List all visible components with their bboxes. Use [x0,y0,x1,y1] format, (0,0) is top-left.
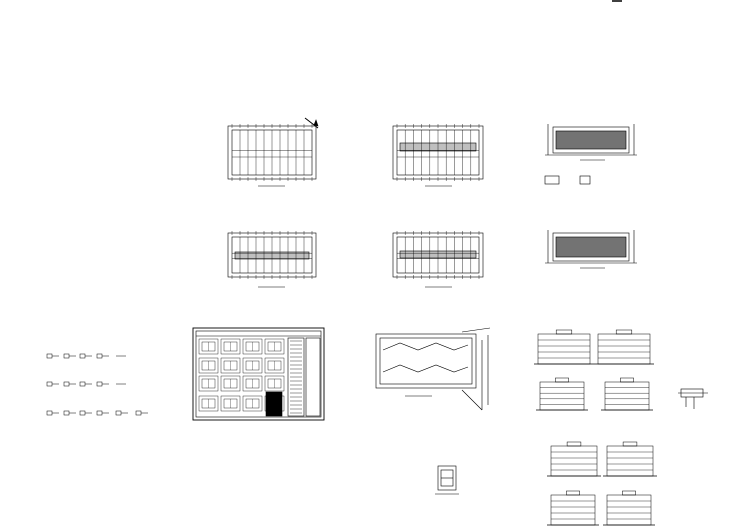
legend-symbol [79,410,92,416]
schedule-cell [198,338,219,355]
legend-symbol [63,410,76,416]
section-elevation [547,441,601,477]
schedule-cell [264,338,285,355]
section-group-2 [547,441,657,526]
schedule-cell [264,375,285,392]
schedule-cell [264,357,285,374]
schedule-cell [198,395,219,412]
section-elevation [603,441,657,477]
legend-symbol [79,381,92,387]
plan-grid [396,231,480,279]
legend-symbol [96,353,109,359]
schedule-cell [242,338,263,355]
detail-small [435,465,459,495]
schedule-cell [242,395,263,412]
section-elevation [536,377,588,411]
roof-plan [375,327,491,411]
legend-symbol [79,353,92,359]
section-elevation [603,490,655,526]
schedule-cell [220,357,241,374]
section-elevation [534,329,594,365]
section-elevation [601,377,653,411]
elevation-top [544,124,637,185]
floor-plan-top-1 [227,117,319,187]
section-elevation [594,329,654,365]
schedule-cell [220,338,241,355]
plan-grid [231,124,313,181]
schedule-cell [220,375,241,392]
legend-symbol [46,410,59,416]
section-elevation [547,490,599,526]
legend-symbol [135,410,148,416]
legend-symbol [96,410,109,416]
legend-symbols [46,353,148,416]
schedule-cell [220,395,241,412]
plan-grid [231,231,313,279]
section-group-1 [534,329,654,411]
legend-symbol [63,353,76,359]
schedule-cell [242,375,263,392]
elevation-mid [545,230,637,269]
plan-grid [396,124,480,181]
detail-node [678,388,708,409]
legend-symbol [63,381,76,387]
door-window-schedule [192,327,325,421]
legend-symbol [96,381,109,387]
schedule-cell [198,375,219,392]
legend-symbol [46,353,59,359]
schedule-cell [198,357,219,374]
legend-symbol [46,381,59,387]
legend-symbol [115,410,128,416]
schedule-cell [242,357,263,374]
